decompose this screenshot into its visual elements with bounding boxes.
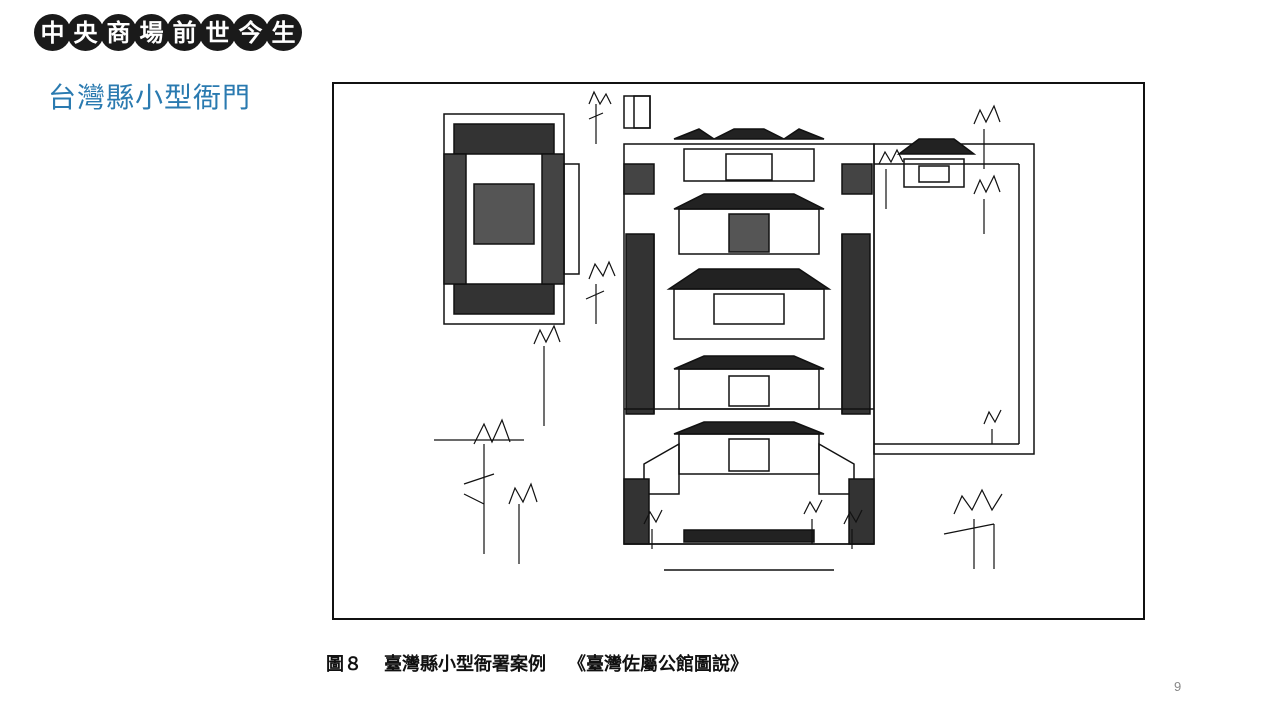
title-char: 生 — [265, 14, 302, 51]
figure-caption: 圖８ 臺灣縣小型衙署案例 《臺灣佐屬公館圖說》 — [326, 650, 770, 676]
slide-title: 中 央 商 場 前 世 今 生 — [34, 14, 302, 58]
title-char: 前 — [166, 14, 203, 51]
slide-subtitle: 台灣縣小型衙門 — [48, 81, 252, 114]
page-number: 9 — [1174, 679, 1182, 694]
figure-number: 圖８ — [326, 654, 362, 675]
title-char: 中 — [34, 14, 71, 51]
right-yard — [873, 143, 1035, 455]
title-char: 商 — [100, 14, 137, 51]
title-char: 今 — [232, 14, 269, 51]
title-char: 場 — [133, 14, 170, 51]
figure-source: 《臺灣佐屬公館圖說》 — [568, 654, 748, 675]
plan-drawing — [434, 90, 1035, 571]
figure-title: 臺灣縣小型衙署案例 — [384, 654, 546, 675]
title-char: 世 — [199, 14, 236, 51]
title-char: 央 — [67, 14, 104, 51]
yamen-plan-illustration — [332, 82, 1145, 620]
